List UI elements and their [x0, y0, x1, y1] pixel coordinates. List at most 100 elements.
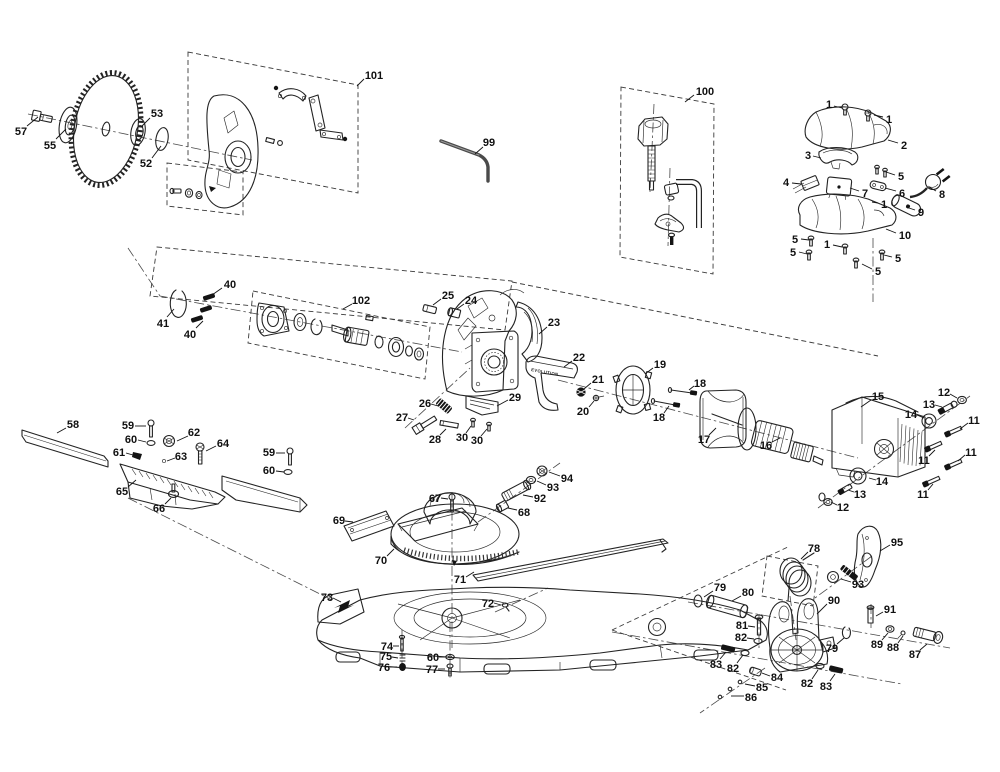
motor-housing-15 [831, 395, 926, 478]
part-label-94: 94 [561, 473, 574, 485]
nut-12-top [957, 395, 967, 405]
table-screw-67 [448, 493, 456, 513]
part-label-1: 1 [886, 114, 892, 126]
armature-16 [711, 407, 824, 466]
group-box-100 [619, 86, 715, 275]
leader-line [386, 548, 395, 557]
leader-line [746, 637, 755, 640]
part-label-60: 60 [263, 465, 275, 477]
kerf-insert-69 [343, 510, 395, 542]
part-label-30: 30 [456, 432, 468, 444]
part-label-5: 5 [875, 266, 881, 278]
guard-link-arms [265, 85, 348, 146]
turntable-70 [390, 492, 520, 566]
leader-line [548, 471, 561, 477]
capacitor [825, 176, 853, 200]
leader-line [798, 251, 808, 255]
leader-line [791, 182, 802, 185]
leader-line [881, 632, 889, 641]
part-label-66: 66 [153, 503, 165, 515]
bevel-arm-90 [767, 598, 836, 673]
screw-83-b [828, 665, 844, 674]
base-group [316, 586, 768, 677]
housing-screws [805, 235, 886, 269]
leader-line [332, 597, 342, 603]
part-label-90: 90 [828, 595, 840, 607]
part-label-88: 88 [887, 642, 899, 654]
spindle-washer [293, 312, 307, 332]
return-spring-78 [779, 552, 815, 602]
part-label-11: 11 [968, 415, 980, 427]
leader-line [439, 428, 447, 436]
washer-60-left [146, 440, 156, 446]
leader-line [744, 683, 756, 687]
part-label-52: 52 [140, 158, 152, 170]
leader-line [176, 435, 189, 442]
washer-60-base [445, 653, 455, 661]
leader-line [868, 477, 877, 481]
part-label-22: 22 [573, 352, 585, 364]
leader-line [195, 320, 204, 329]
leader-line [847, 489, 855, 493]
part-label-65: 65 [116, 486, 128, 498]
part-label-24: 24 [465, 295, 478, 307]
part-label-12: 12 [837, 502, 849, 514]
leader-line [905, 206, 916, 211]
part-label-55: 55 [44, 140, 56, 152]
leader-line [875, 611, 884, 617]
part-label-99: 99 [483, 137, 495, 149]
part-label-79: 79 [826, 643, 838, 655]
part-label-93: 93 [547, 482, 559, 494]
brand-marking: EVOLUTION [531, 367, 559, 377]
leader-line [747, 625, 756, 628]
part-label-81: 81 [736, 620, 748, 632]
part-label-78: 78 [808, 543, 820, 555]
leader-line [873, 114, 884, 118]
leader-line [538, 326, 548, 335]
fence-clamp-61 [132, 452, 142, 460]
leader-line [684, 94, 695, 103]
part-label-27: 27 [396, 412, 408, 424]
washer-82-b [740, 649, 750, 657]
ring-79-right [841, 626, 851, 640]
leader-line [816, 603, 828, 615]
leader-line [391, 656, 399, 659]
leader-line [140, 117, 151, 128]
handle-top-cover [804, 106, 891, 150]
pin-81 [754, 614, 764, 636]
blade-group [31, 70, 169, 188]
clamp-group [637, 116, 702, 245]
part-label-77: 77 [426, 664, 438, 676]
leader-line [871, 201, 879, 204]
part-label-80: 80 [742, 587, 754, 599]
head-group [411, 289, 605, 435]
leader-line [934, 404, 943, 408]
part-label-28: 28 [429, 434, 441, 446]
spindle-circlip [310, 318, 323, 336]
leader-line [731, 595, 742, 602]
part-label-91: 91 [884, 604, 896, 616]
part-label-11: 11 [917, 489, 929, 501]
part-label-83: 83 [710, 659, 722, 671]
washer-89 [885, 625, 895, 633]
part-label-100: 100 [696, 86, 714, 98]
detent-ball-76 [399, 663, 406, 671]
leader-line [164, 497, 172, 505]
inner-blade-flange [130, 118, 146, 146]
leader-line [432, 298, 442, 306]
sleeve-84 [749, 666, 762, 677]
leader-line [493, 602, 502, 606]
leader-line [928, 186, 937, 192]
part-label-53: 53 [151, 108, 163, 120]
part-label-17: 17 [698, 434, 710, 446]
fixed-guard [204, 94, 259, 209]
part-label-71: 71 [454, 574, 466, 586]
bearing-retainer [256, 302, 290, 337]
rear-guard [499, 289, 543, 363]
part-label-59: 59 [122, 420, 134, 432]
part-label-14: 14 [876, 476, 889, 488]
leader-line [883, 254, 893, 258]
washer-82-c [815, 662, 825, 670]
part-label-11: 11 [918, 455, 930, 467]
part-label-73: 73 [321, 592, 333, 604]
